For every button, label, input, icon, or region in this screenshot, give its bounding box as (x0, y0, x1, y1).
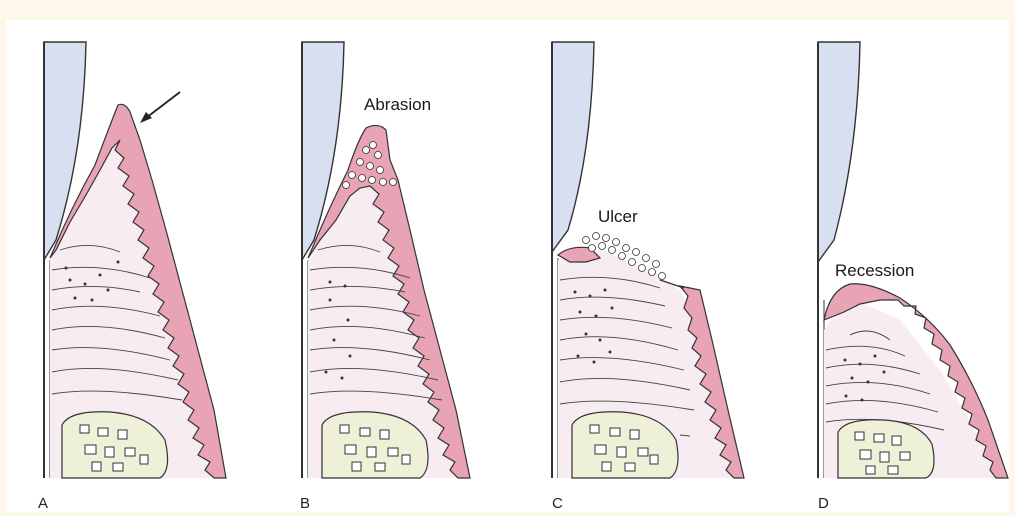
tooth-c (552, 42, 594, 252)
label-recession: Recession (835, 261, 914, 280)
panel-b: Abrasion B (300, 42, 470, 512)
panel-d: Recession D (818, 42, 1008, 512)
panel-c: Ulcer C (552, 42, 744, 512)
tooth-d (818, 42, 860, 262)
arrow-icon (140, 92, 180, 123)
label-ulcer: Ulcer (598, 207, 638, 226)
panel-letter-b: B (300, 495, 310, 512)
panel-a: A (38, 42, 226, 512)
label-abrasion: Abrasion (364, 95, 431, 114)
panel-letter-d: D (818, 495, 829, 512)
panel-letter-c: C (552, 495, 563, 512)
panel-letter-a: A (38, 495, 48, 512)
